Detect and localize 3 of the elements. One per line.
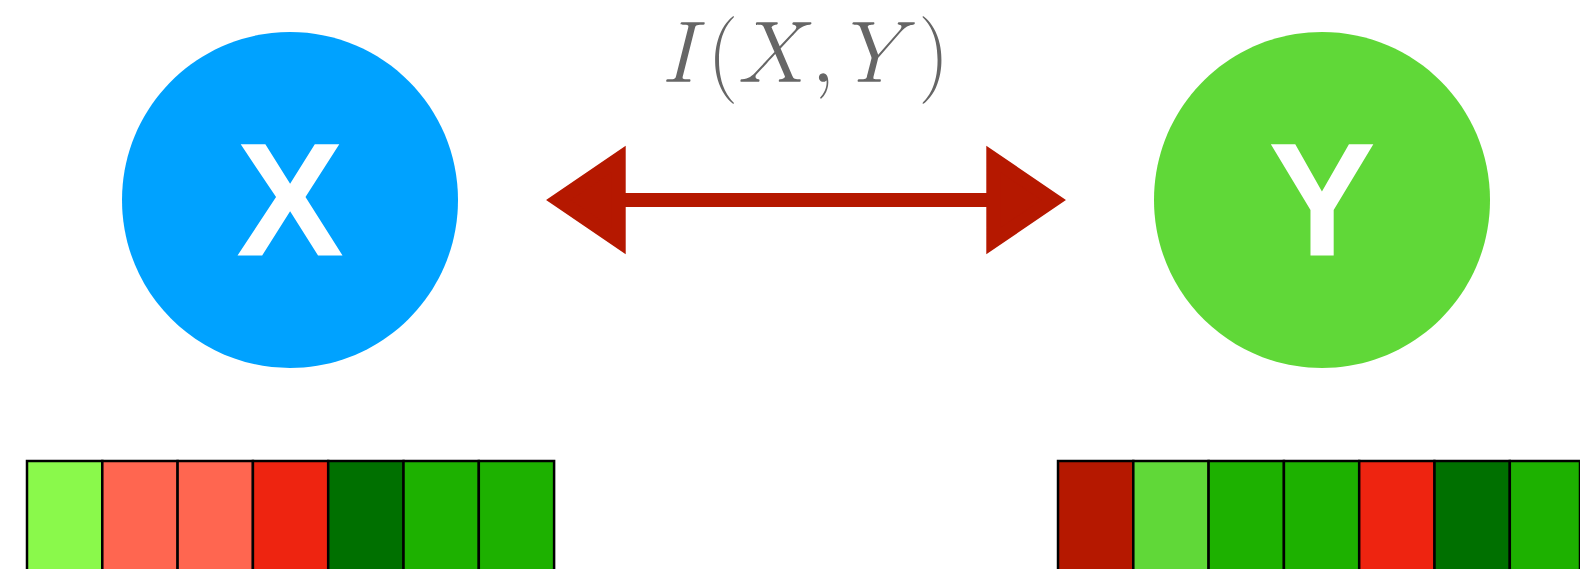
circle-node: X — [122, 32, 458, 368]
edge-label: $I(X, Y)$ — [666, 16, 942, 104]
circle-node: Y — [1154, 32, 1490, 368]
